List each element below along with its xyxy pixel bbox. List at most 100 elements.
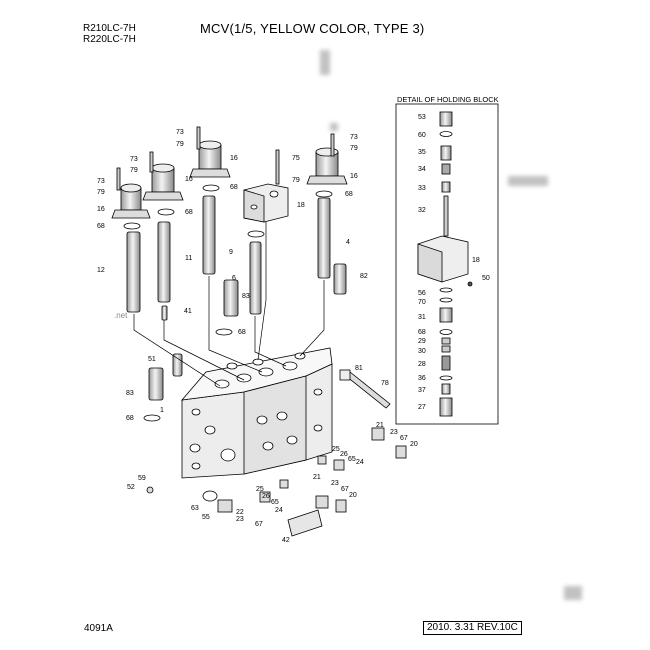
detail-box-frame [395,103,499,425]
callout-label: 9 [229,249,233,256]
callout-label: 24 [356,459,364,466]
callout-label: 65 [271,499,279,506]
callout-label: 23 [331,480,339,487]
callout-label: 79 [97,189,105,196]
callout-label: 4 [346,239,350,246]
callout-label: 63 [191,505,199,512]
detail-callout-label: 31 [418,314,426,321]
callout-label: 16 [230,155,238,162]
detail-parts [417,111,473,417]
callout-label: 23 [390,429,398,436]
main-valve-body [181,347,333,479]
revision-box: 2010. 3.31 REV.10C [423,621,522,635]
detail-callout-label: 27 [418,404,426,411]
callout-label: 16 [97,206,105,213]
detail-box-title: DETAIL OF HOLDING BLOCK [397,95,499,104]
pilot-lines [133,222,325,387]
spools [126,195,347,401]
callout-label: 82 [360,273,368,280]
callout-label: 25 [332,446,340,453]
callout-label: 11 [185,255,192,262]
callout-label: 73 [350,134,358,141]
detail-callout-label: 56 [418,290,426,297]
callout-label: 1 [160,407,164,414]
callout-label: 73 [176,129,184,136]
callout-label: 67 [341,486,349,493]
callout-label: 79 [292,177,300,184]
callout-label: 79 [130,167,138,174]
detail-callout-label: 29 [418,338,426,345]
cap-assembly-upper [189,126,231,178]
callout-label: 78 [381,380,389,387]
rod-and-plugs [146,369,407,537]
callout-label: 68 [97,223,105,230]
callout-label: 21 [313,474,321,481]
detail-callout-label: 35 [418,149,426,156]
scan-artifact [320,50,330,75]
model-number-2: R220LC-7H [83,34,136,45]
callout-label: 68 [185,209,193,216]
callout-label: 24 [275,507,283,514]
callout-label: 75 [292,155,300,162]
model-number-1: R210LC-7H [83,23,136,34]
callout-label: 81 [355,365,363,372]
page-title: MCV(1/5, YELLOW COLOR, TYPE 3) [200,21,425,36]
callout-label: 23 [236,516,244,523]
callout-label: 83 [242,293,250,300]
detail-callout-label: 30 [418,348,426,355]
callout-label: 55 [202,514,210,521]
callout-label: 20 [349,492,357,499]
callout-label: 68 [126,415,134,422]
detail-callout-label: 70 [418,299,426,306]
callout-label: 16 [185,176,193,183]
callout-label: 68 [230,184,238,191]
callout-label: 79 [350,145,358,152]
callout-label: 22 [236,509,244,516]
cap-assembly-mid [142,151,184,201]
cap-assembly-left [111,167,151,219]
scan-artifact [564,586,582,600]
callout-label: 73 [130,156,138,163]
callout-label: 65 [348,456,356,463]
o-rings [123,184,333,422]
callout-label: 51 [148,356,156,363]
detail-callout-label: 50 [482,275,490,282]
callout-label: 25 [256,486,264,493]
figure-code: 4091A [84,623,113,634]
watermark-text: .net [114,311,128,320]
callout-label: 42 [282,537,290,544]
detail-callouts: 53 60 35 34 33 32 18 50 56 70 31 68 29 3… [418,114,490,411]
callout-label: 6 [232,275,236,282]
callout-label: 18 [297,202,305,209]
detail-callout-label: 28 [418,361,426,368]
callout-label: 79 [176,141,184,148]
detail-callout-label: 60 [418,132,426,139]
callout-label: 26 [340,451,348,458]
holding-block-main [243,149,289,223]
cap-assembly-right [306,133,348,185]
callout-label: 20 [410,441,418,448]
detail-callout-label: 37 [418,387,426,394]
detail-callout-label: 32 [418,207,426,214]
callout-label: 67 [400,435,408,442]
scan-artifact [330,123,338,131]
callout-label: 68 [238,329,246,336]
callout-label: 67 [255,521,263,528]
scan-artifact [508,176,548,186]
callout-label: 59 [138,475,146,482]
detail-callout-label: 68 [418,329,426,336]
callout-label: 16 [350,173,358,180]
detail-callout-label: 33 [418,185,426,192]
detail-callout-label: 53 [418,114,426,121]
callout-label: 73 [97,178,105,185]
callout-label: 41 [184,308,192,315]
callout-label: 26 [262,493,270,500]
detail-callout-label: 34 [418,166,426,173]
detail-callout-label: 18 [472,257,480,264]
callout-label: 21 [376,422,384,429]
callout-label: 52 [127,484,135,491]
callout-label: 68 [345,191,353,198]
detail-callout-label: 36 [418,375,426,382]
main-callouts: 73 79 16 73 79 16 73 79 16 68 68 12 11 6… [97,129,418,544]
